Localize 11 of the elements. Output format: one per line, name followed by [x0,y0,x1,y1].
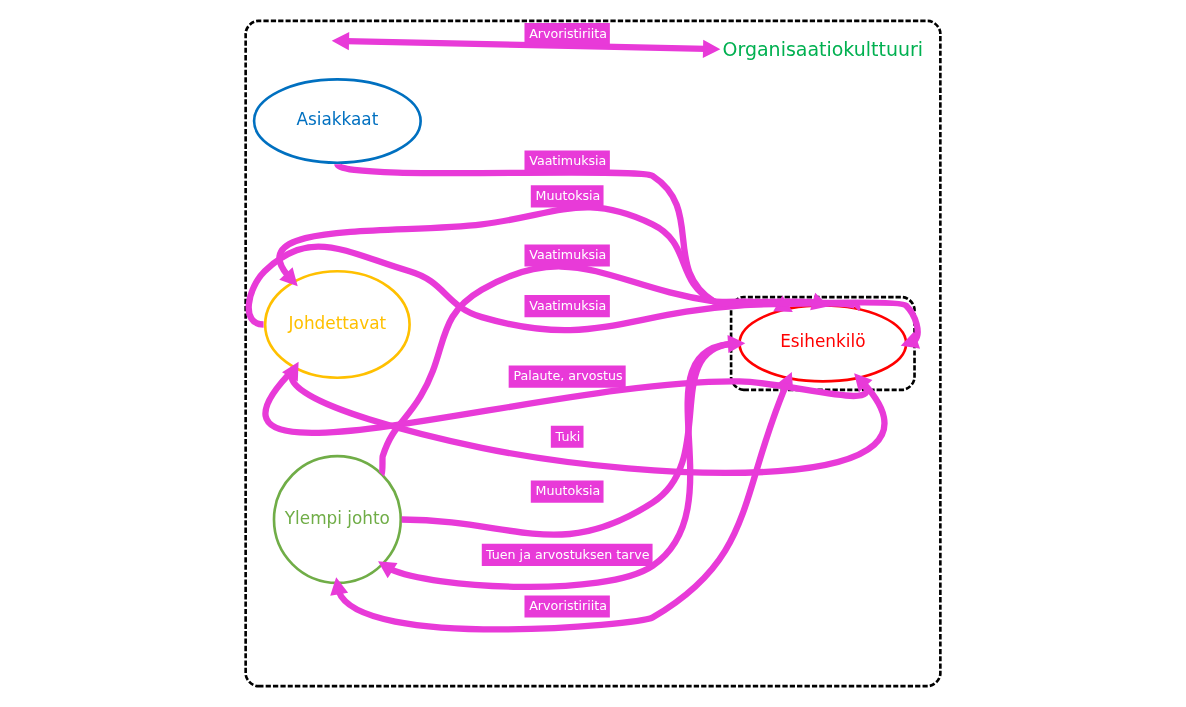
edge-label: Palaute, arvostus [513,368,623,384]
edge-label: Arvoristiriita [529,598,607,614]
edge-label: Tuki [555,428,581,444]
edge-label: Vaatimuksia [529,247,607,263]
edge-label: Vaatimuksia [529,297,607,313]
edge-label: Muutoksia [535,188,601,204]
edge-label: Muutoksia [535,483,601,499]
node-text: Organisaatiokulttuuri [722,38,924,61]
edge-label: Tuen ja arvostuksen tarve [486,546,650,562]
edge-label: Vaatimuksia [529,153,607,169]
edge-label: Arvoristiriita [529,25,607,41]
